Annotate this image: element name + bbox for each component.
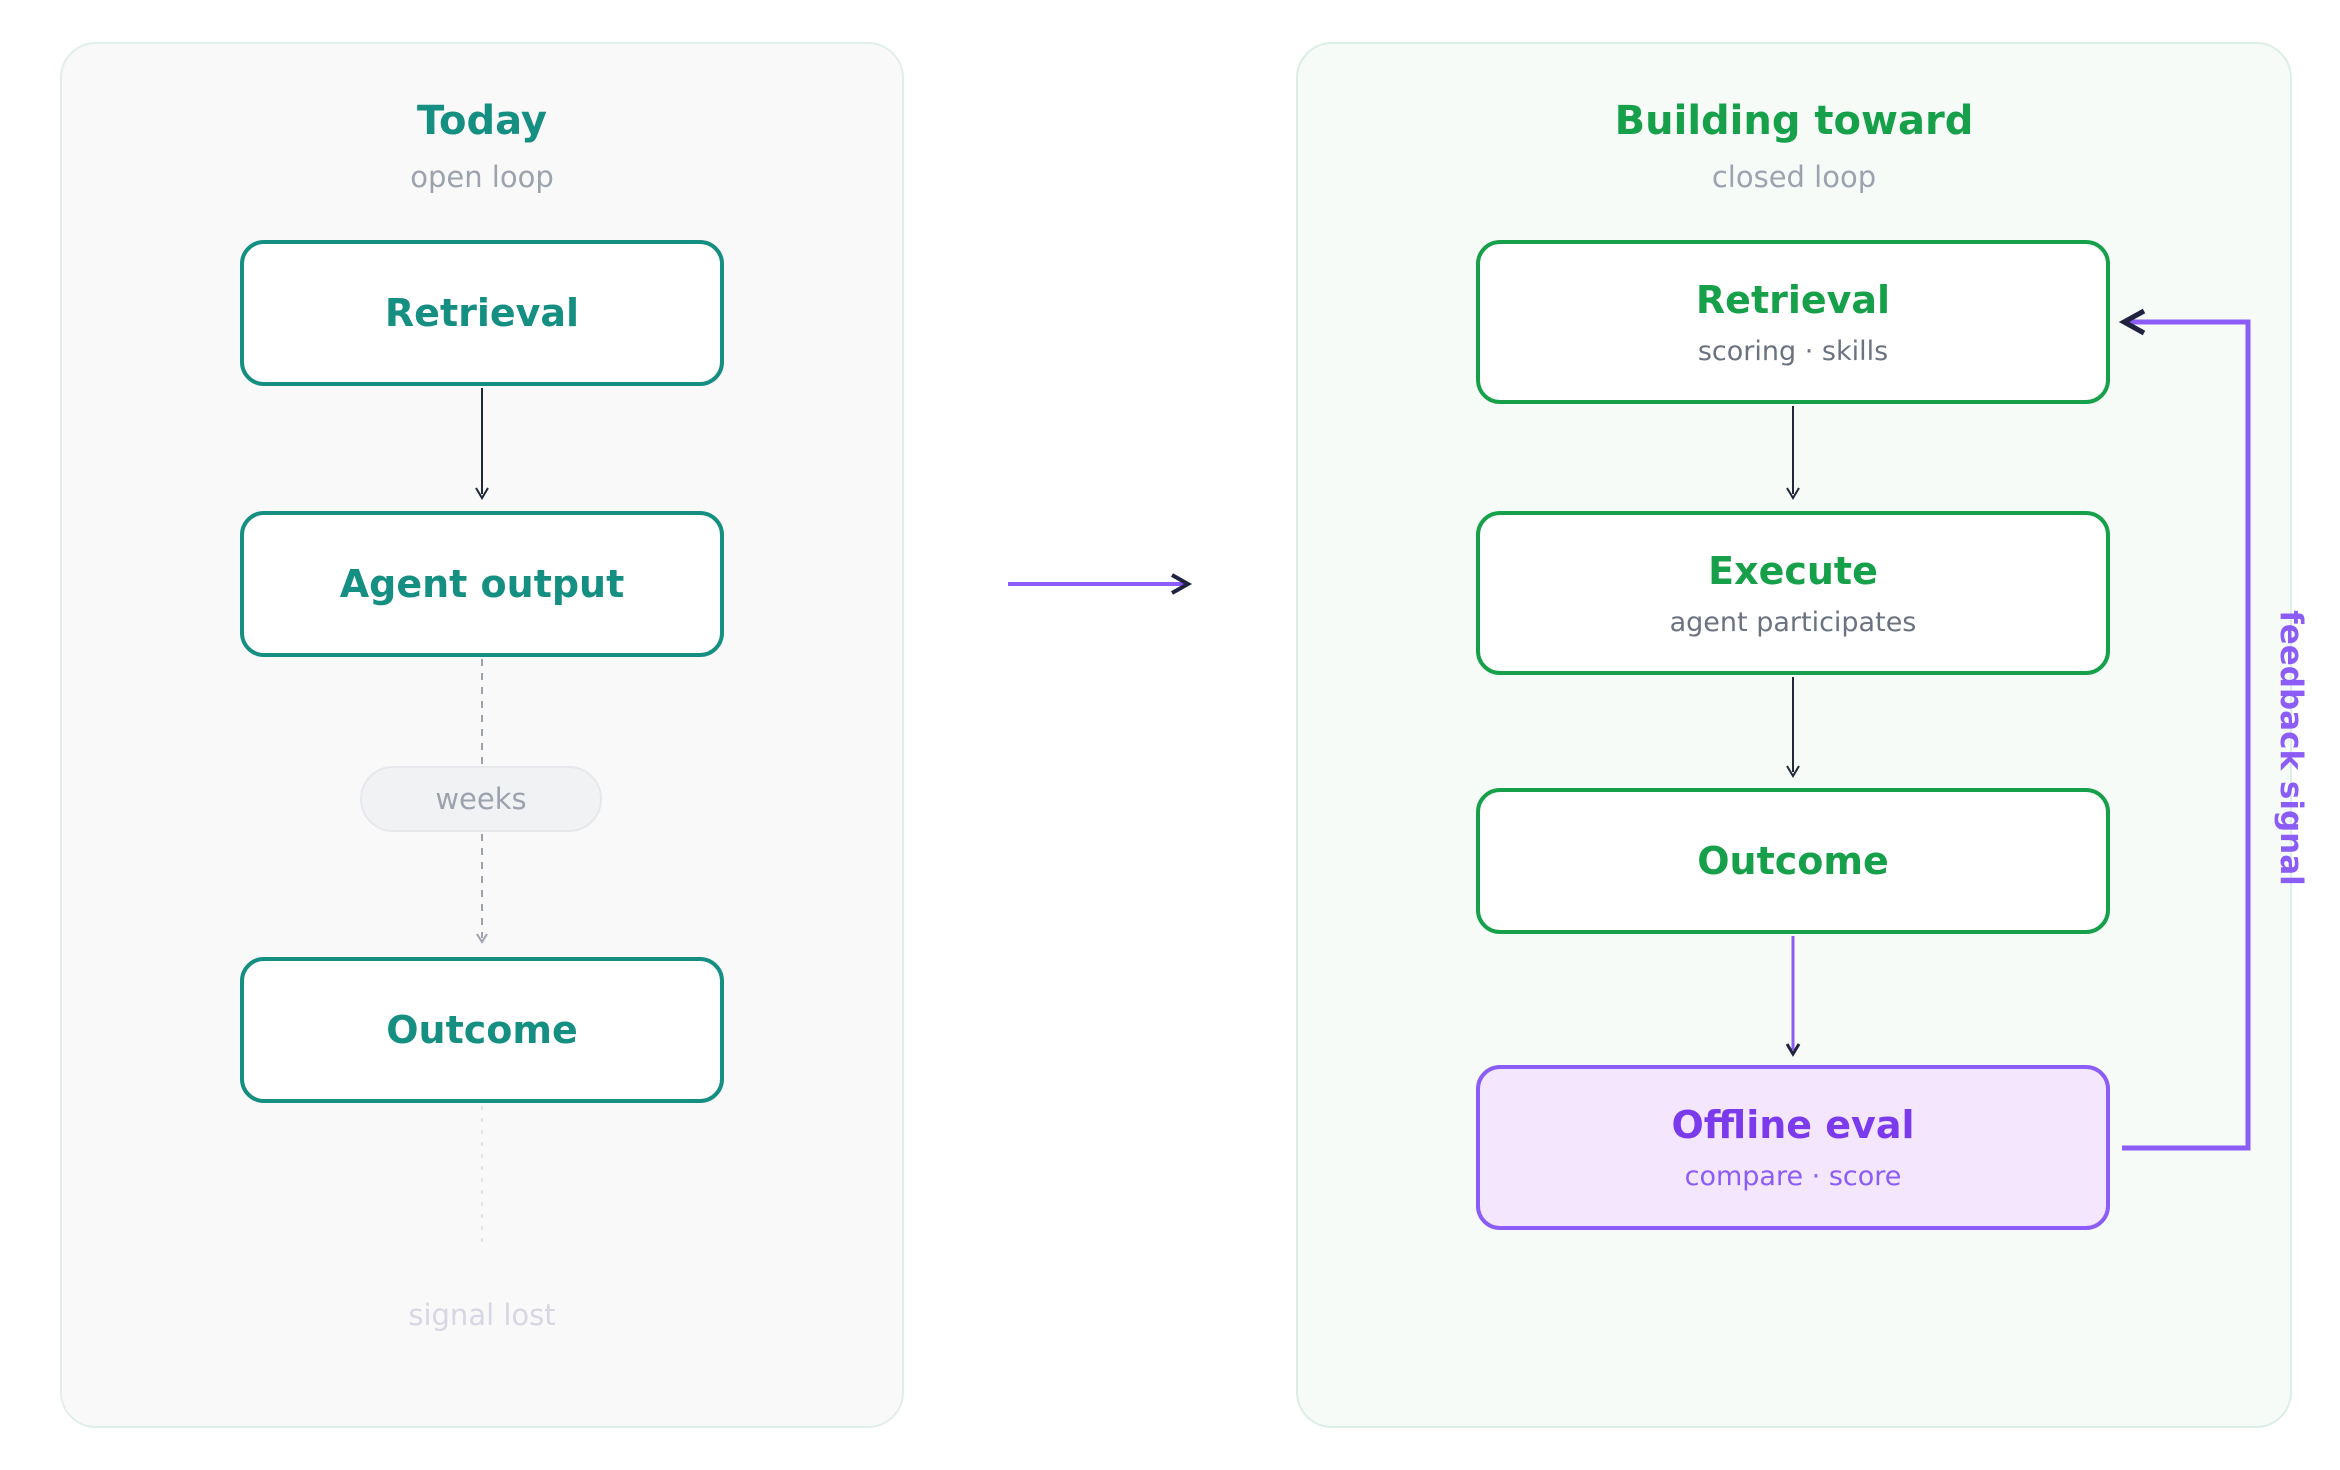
right-node-offline-eval-sub: compare · score (1684, 1161, 1902, 1192)
arrow-down-icon (1785, 936, 1801, 1057)
arrow-down-icon (1786, 406, 1800, 500)
right-node-outcome: Outcome (1476, 788, 2110, 934)
left-panel-subtitle: open loop (410, 160, 554, 194)
delay-badge: weeks (360, 766, 602, 832)
right-node-execute: Execute agent participates (1476, 511, 2110, 675)
left-node-outcome-label: Outcome (386, 1008, 578, 1052)
right-node-execute-sub: agent participates (1669, 606, 1917, 638)
right-node-offline-eval: Offline eval compare · score (1476, 1065, 2110, 1230)
right-node-offline-eval-label: Offline eval (1671, 1103, 1915, 1147)
right-node-execute-label: Execute (1708, 548, 1878, 593)
arrow-down-icon (475, 388, 489, 500)
right-panel-subtitle: closed loop (1711, 160, 1877, 194)
right-node-retrieval: Retrieval scoring · skills (1476, 240, 2110, 404)
left-panel-title: Today (417, 98, 547, 144)
right-panel-title: Building toward (1614, 98, 1974, 144)
right-node-retrieval-label: Retrieval (1695, 277, 1891, 322)
left-node-retrieval-label: Retrieval (384, 291, 580, 335)
arrow-right-icon (1008, 573, 1193, 595)
right-node-retrieval-sub: scoring · skills (1697, 335, 1889, 367)
feedback-loop-arrow (2118, 308, 2251, 1151)
signal-lost-label: signal lost (408, 1298, 556, 1332)
left-node-outcome: Outcome (240, 957, 724, 1103)
left-node-retrieval: Retrieval (240, 240, 724, 386)
arrow-down-icon (1786, 677, 1800, 778)
right-node-outcome-label: Outcome (1697, 839, 1889, 883)
left-node-agent-output-label: Agent output (339, 562, 625, 606)
dashed-arrow-down-icon (476, 834, 488, 944)
left-node-agent-output: Agent output (240, 511, 724, 657)
